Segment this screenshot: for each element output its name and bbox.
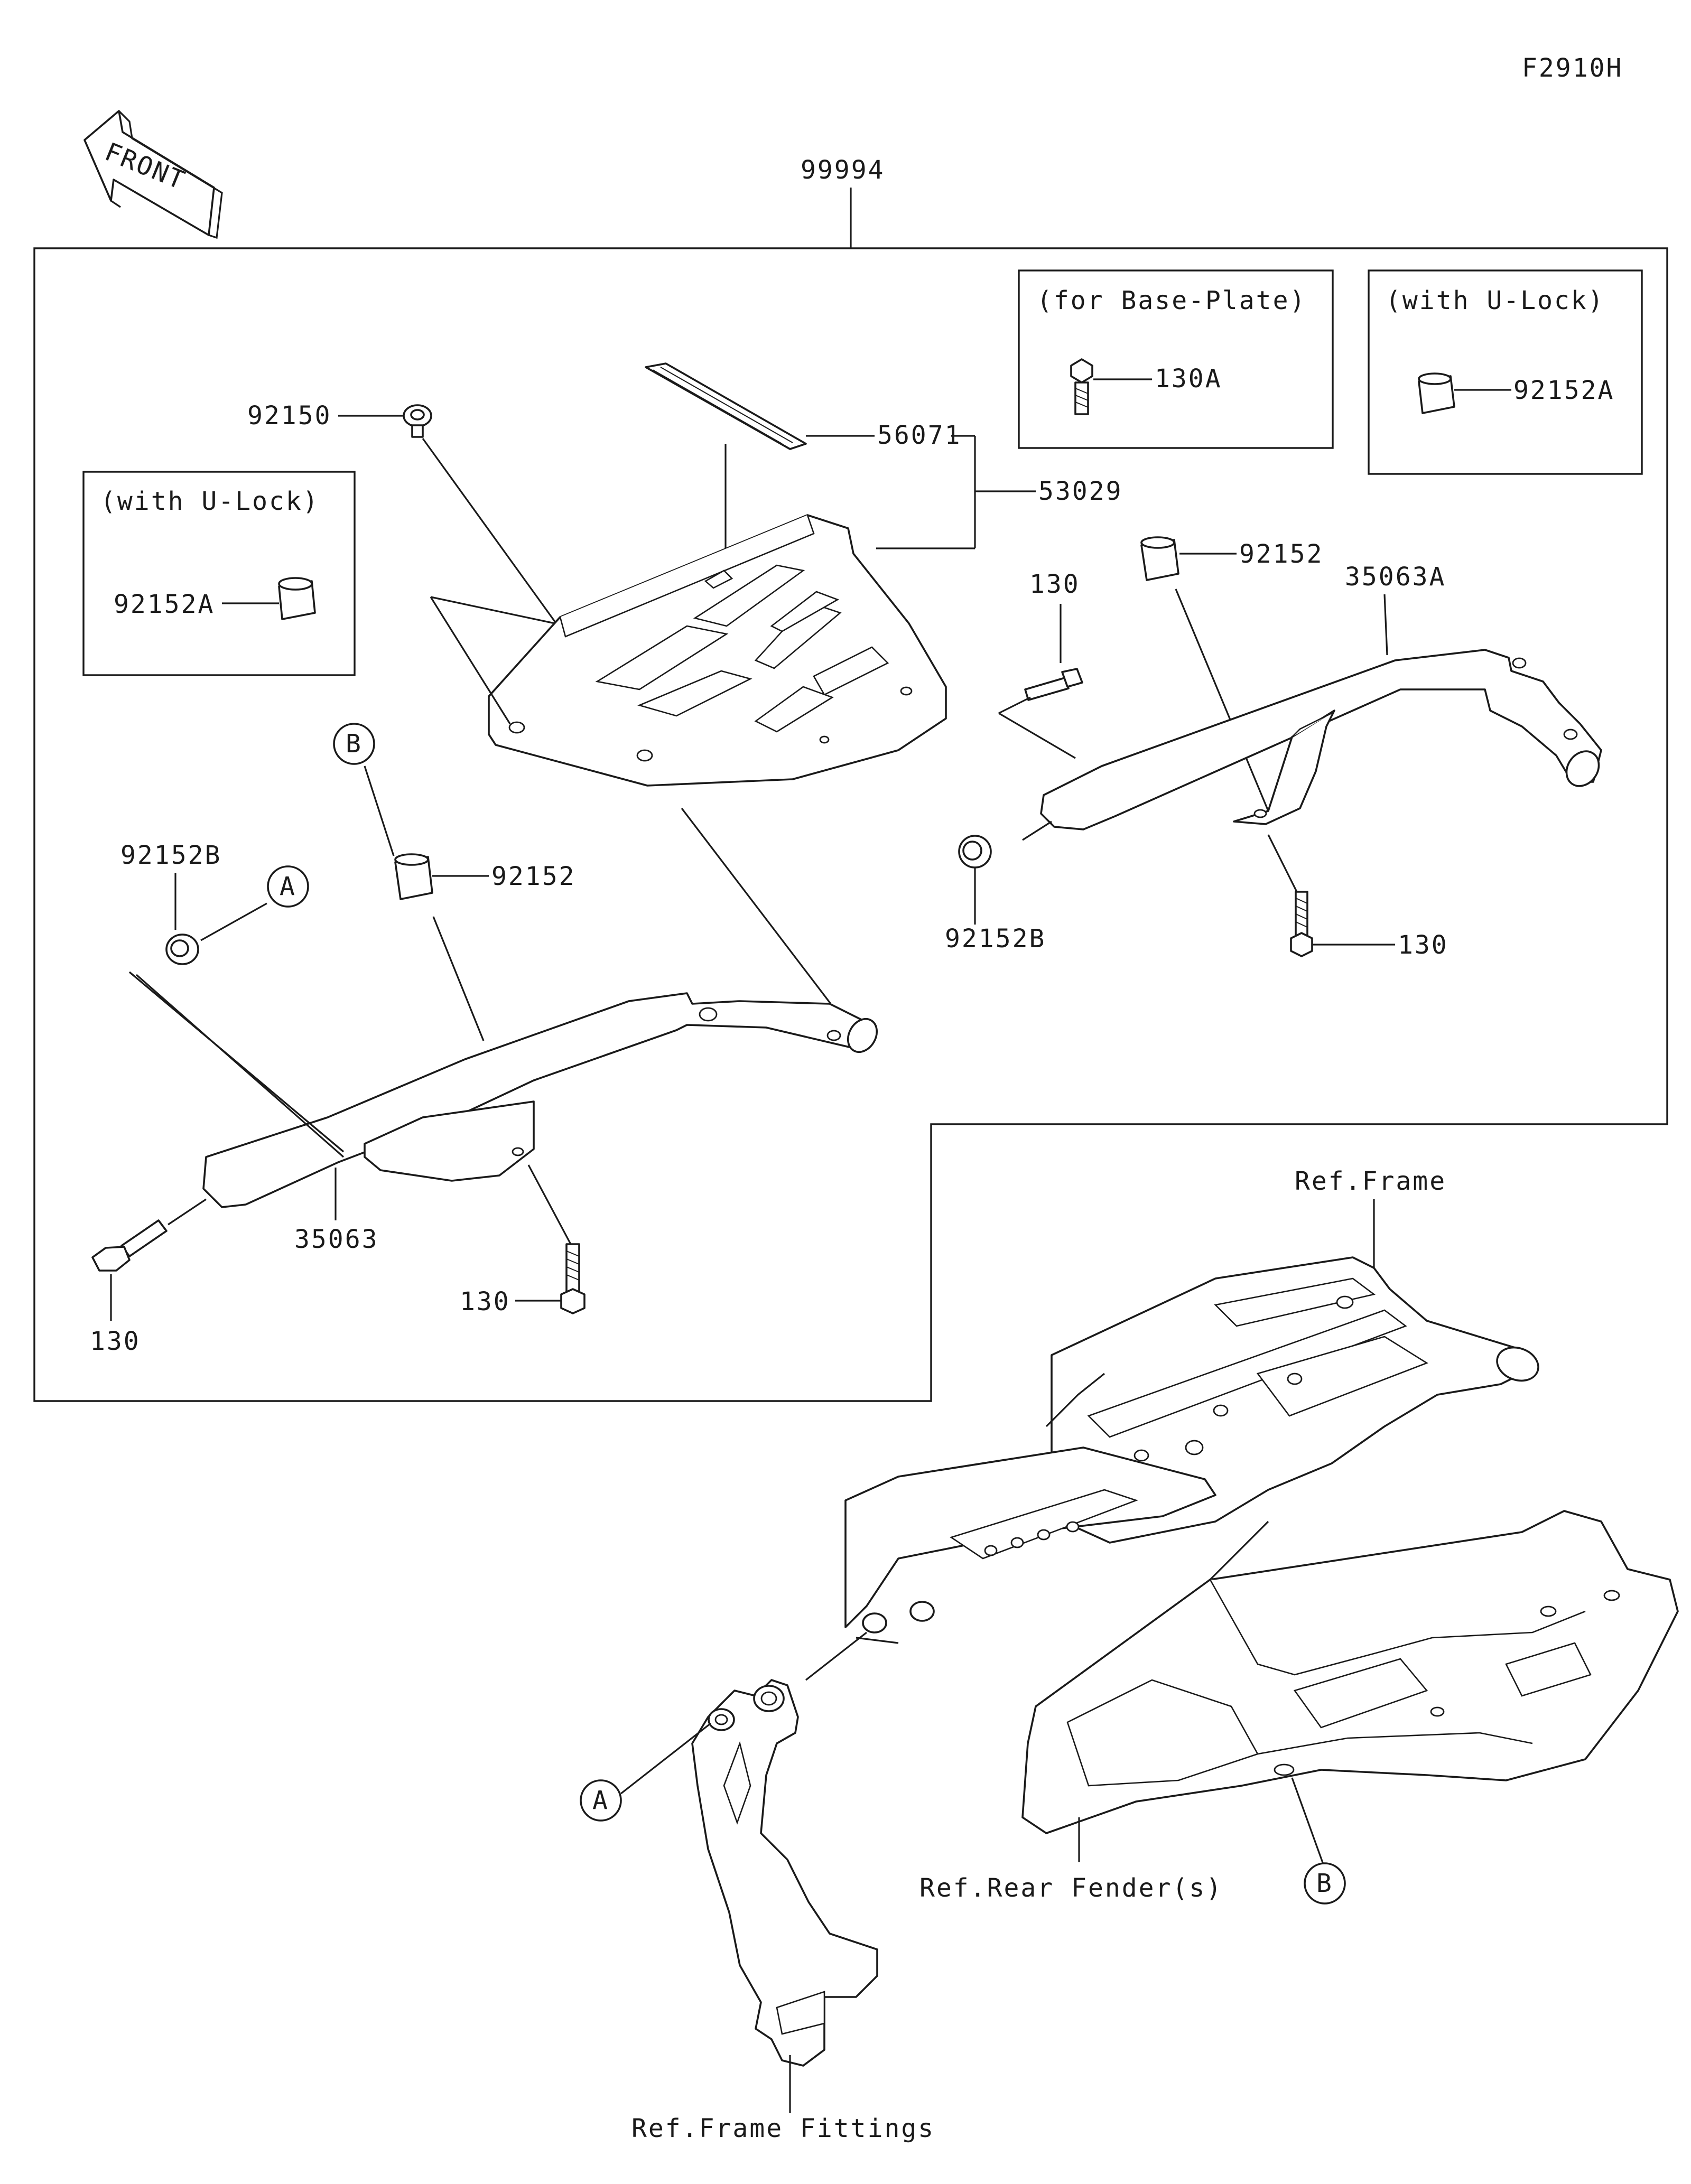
note-base-plate: (for Base-Plate) xyxy=(1037,286,1306,315)
callout-56071: 56071 xyxy=(877,421,962,450)
callout-92152A-left: 92152A xyxy=(114,590,215,619)
callout-92152-left: 92152 xyxy=(491,862,576,891)
note-box-u-lock-left: (with U-Lock) 92152A xyxy=(82,471,356,676)
marker-B-upper: B xyxy=(333,723,375,765)
marker-B-upper-label: B xyxy=(346,729,363,759)
marker-A-upper: A xyxy=(267,865,309,908)
marker-B-lower: B xyxy=(1304,1862,1346,1905)
marker-A-upper-label: A xyxy=(280,872,296,901)
collar-92152-upper-icon xyxy=(1140,536,1179,581)
note-u-lock-right: (with U-Lock) xyxy=(1386,286,1605,315)
ref-rear-fender: Ref.Rear Fender(s) xyxy=(919,1873,1223,1903)
callout-92152B-right: 92152B xyxy=(945,924,1046,954)
callout-92152A-right: 92152A xyxy=(1513,376,1614,405)
collar-92152-left-icon xyxy=(394,853,433,900)
label-56071-icon xyxy=(645,362,807,450)
bolt-92150-icon xyxy=(403,404,432,438)
ref-frame-fittings: Ref.Frame Fittings xyxy=(631,2114,935,2143)
bolt-130-lower-icon xyxy=(560,1243,586,1314)
collar-92152B-right-icon xyxy=(958,835,992,869)
frame-fittings xyxy=(691,1679,878,2067)
collar-92152B-left-icon xyxy=(165,934,199,965)
callout-130-lower: 130 xyxy=(460,1287,510,1317)
bolt-130A-icon xyxy=(1070,358,1093,415)
bolt-130-right-icon xyxy=(1290,891,1313,957)
note-u-lock-left: (with U-Lock) xyxy=(100,487,320,516)
callout-130-right: 130 xyxy=(1398,930,1448,960)
callout-53029: 53029 xyxy=(1038,477,1123,506)
front-arrow-icon: FRONT xyxy=(83,110,223,239)
callout-92152-upper: 92152 xyxy=(1239,539,1324,569)
note-box-base-plate: (for Base-Plate) 130A xyxy=(1018,269,1334,449)
frame-assembly xyxy=(844,1256,1539,1644)
bracket-35063A xyxy=(1040,649,1602,830)
marker-A-lower-label: A xyxy=(592,1786,609,1815)
callout-130A: 130A xyxy=(1155,364,1222,394)
callout-92152B-left: 92152B xyxy=(120,841,221,870)
kit-outline xyxy=(33,247,1668,1402)
callout-35063A: 35063A xyxy=(1345,562,1446,592)
assembly-label: 99994 xyxy=(801,155,885,185)
callout-130-left: 130 xyxy=(90,1327,141,1356)
rear-fender xyxy=(1021,1510,1679,1834)
marker-A-lower: A xyxy=(580,1779,622,1822)
ref-frame: Ref.Frame xyxy=(1295,1166,1446,1196)
callout-130-upper: 130 xyxy=(1029,570,1080,599)
note-box-u-lock-right: (with U-Lock) 92152A xyxy=(1368,269,1643,475)
marker-B-lower-label: B xyxy=(1316,1869,1333,1898)
callout-35063: 35063 xyxy=(294,1225,379,1254)
bracket-35063 xyxy=(202,992,878,1208)
collar-92152A-left-icon xyxy=(278,577,316,620)
diagram-id: F2910H xyxy=(1522,53,1623,83)
collar-92152A-right-icon xyxy=(1418,372,1455,414)
base-plate-53029 xyxy=(488,514,947,787)
bolt-130-left-icon xyxy=(91,1219,168,1272)
callout-92150: 92150 xyxy=(247,401,332,431)
bolt-130-upper-icon xyxy=(1024,668,1083,701)
